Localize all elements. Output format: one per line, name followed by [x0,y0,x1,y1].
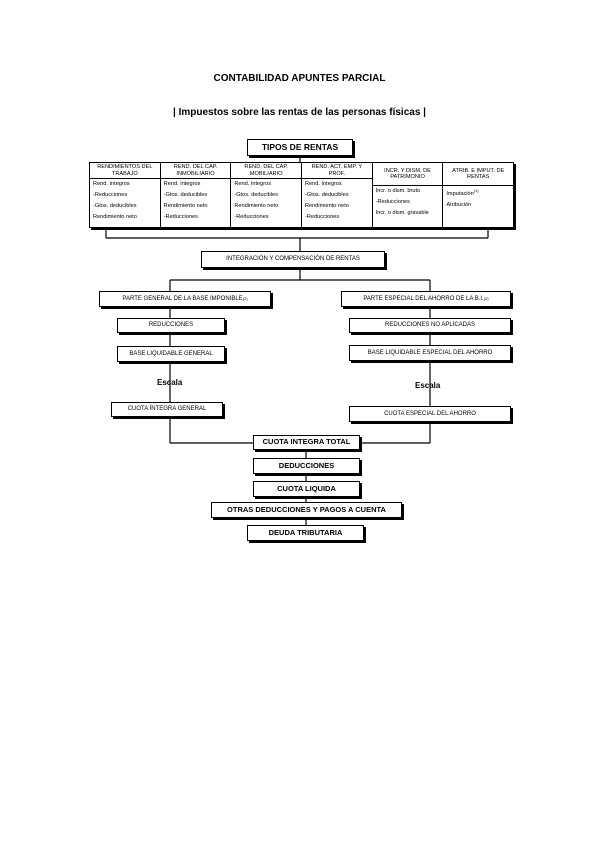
escala-label: Escala [415,381,441,390]
column-mobiliario: REND. DEL CAP. MOBILIARIO Rend. íntegros… [231,163,303,227]
column-item: Rendimiento neto [93,214,137,220]
cuota-liquida-box: CUOTA LIQUIDA [253,481,360,497]
page-subtitle: | Impuestos sobre las rentas de las pers… [173,107,426,118]
deuda-tributaria-box: DEUDA TRIBUTARIA [247,525,364,541]
column-item: -Reducciones [375,199,410,205]
column-item: Rend. íntegros [234,181,272,187]
column-item: Incr. o dism. gravable [375,210,429,216]
column-item: Rendimiento neto [234,203,279,209]
column-item: -Gtos. deducibles [93,203,137,209]
column-header: RENDIMIENTOS DEL TRABAJO [90,163,160,179]
deducciones-box: DEDUCCIONES [253,458,360,474]
reducciones-no-aplicadas-box: REDUCCIONES NO APLICADAS [349,318,511,333]
column-header: ATRIB. E IMPUT. DE RENTAS [443,163,514,186]
column-item: Imputación(1) [446,188,479,197]
base-liquidable-general-box: BASE LIQUIDABLE GENERAL [117,346,225,362]
column-item: Rend. íntegros [163,181,201,187]
integracion-box: INTEGRACIÓN Y COMPENSACIÓN DE RENTAS [201,251,385,268]
parte-especial-box: PARTE ESPECIAL DEL AHORRO DE LA B.I.(2) [341,291,511,307]
footnote-mark: (1) [473,188,479,193]
column-actividades: REND. ACT. EMP. Y PROF. Rend. íntegros -… [302,163,373,227]
column-item: -Gtos. deducibles [305,192,349,198]
page-title: CONTABILIDAD APUNTES PARCIAL [213,73,386,84]
column-item: Rendimiento neto [305,203,349,209]
column-item: -Reducciones [305,214,340,220]
footnote-mark: (2) [242,295,248,301]
column-header: REND. DEL CAP. INMOBILIARIO [160,163,231,179]
column-item: Rend. íntegros [305,181,342,187]
column-item: -Gtos. deducibles [163,192,208,198]
column-patrimonio: INCR. Y DISM. DE PATRIMONIO Incr. o dism… [372,163,444,227]
otras-deducciones-box: OTRAS DEDUCCIONES Y PAGOS A CUENTA [211,502,402,518]
cuota-integra-general-box: CUOTA ÍNTEGRA GENERAL [111,402,223,417]
column-item: Incr. o dism. bruto [375,188,421,194]
base-liquidable-especial-box: BASE LIQUIDABLE ESPECIAL DEL AHORRO [349,345,511,361]
column-item: Rend. íntegros [93,181,130,187]
tipos-de-rentas-box: TIPOS DE RENTAS [247,139,353,156]
column-inmobiliario: REND. DEL CAP. INMOBILIARIO Rend. íntegr… [160,163,232,227]
column-item: -Reducciones [234,214,269,220]
column-header: REND. ACT. EMP. Y PROF. [302,163,372,179]
column-item: -Reducciones [163,214,198,220]
column-item: Atribución [446,201,472,208]
escala-label: Escala [157,378,183,387]
column-item: Rendimiento neto [163,203,208,209]
cuota-integra-total-box: CUOTA INTEGRA TOTAL [253,435,360,450]
column-item: -Reducciones [93,192,128,198]
parte-general-box: PARTE GENERAL DE LA BASE IMPONIBLE(2) [99,291,271,307]
column-atribucion: ATRIB. E IMPUT. DE RENTAS Imputación(1) … [443,163,514,227]
tipos-rentas-table: RENDIMIENTOS DEL TRABAJO Rend. íntegros … [89,162,514,228]
column-item: -Gtos. deducibles [234,192,278,198]
column-header: REND. DEL CAP. MOBILIARIO [231,163,302,179]
footnote-mark: (2) [483,295,489,301]
column-trabajo: RENDIMIENTOS DEL TRABAJO Rend. íntegros … [90,163,161,227]
cuota-especial-ahorro-box: CUOTA ESPECIAL DEL AHORRO [349,406,511,422]
column-header: INCR. Y DISM. DE PATRIMONIO [372,163,443,186]
reducciones-box: REDUCCIONES [117,318,225,333]
